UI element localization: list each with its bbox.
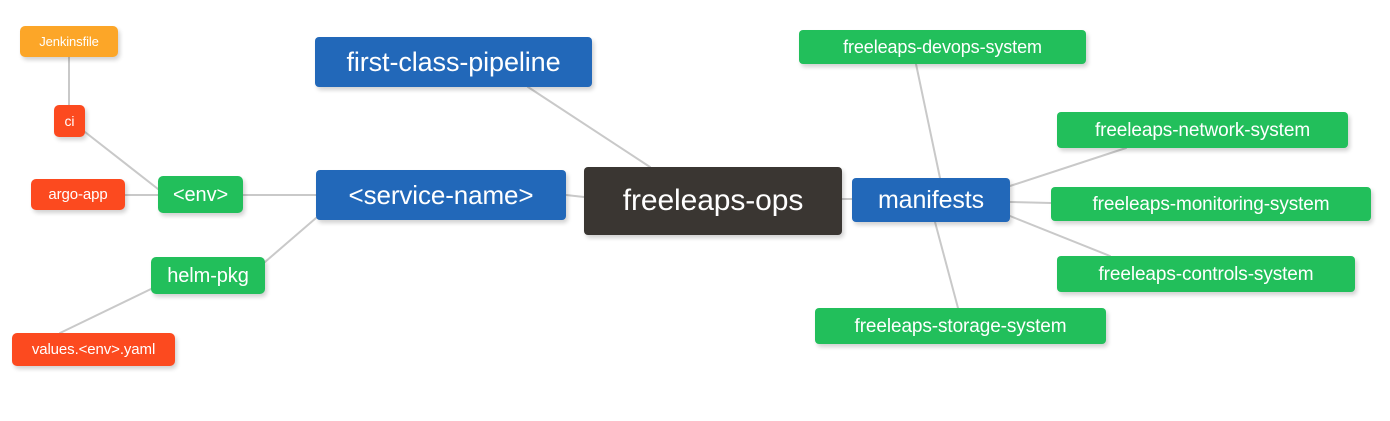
node-label: freeleaps-storage-system [854, 315, 1067, 337]
node-label: <env> [172, 183, 229, 206]
node-argo-app[interactable]: argo-app [31, 179, 125, 210]
link-manifests-to-freeleaps-devops-system [915, 63, 941, 179]
node-label: ci [64, 113, 75, 129]
node-freeleaps-storage-system[interactable]: freeleaps-storage-system [815, 308, 1106, 344]
node-service-name[interactable]: <service-name> [316, 170, 566, 220]
node-label: freeleaps-devops-system [843, 37, 1042, 57]
link-first-class-pipeline-to-freeleaps-ops [527, 86, 651, 168]
node-label: freeleaps-monitoring-system [1092, 193, 1330, 215]
link-manifests-to-freeleaps-monitoring-system [1009, 201, 1052, 204]
link-helm-pkg-to-values-yaml [59, 288, 152, 334]
link-manifests-to-freeleaps-network-system [1009, 147, 1127, 187]
node-values-yaml[interactable]: values.<env>.yaml [12, 333, 175, 366]
node-first-class-pipeline[interactable]: first-class-pipeline [315, 37, 592, 87]
node-freeleaps-devops-system[interactable]: freeleaps-devops-system [799, 30, 1086, 64]
node-manifests[interactable]: manifests [852, 178, 1010, 222]
link-manifests-to-freeleaps-controls-system [1009, 215, 1111, 257]
node-label: freeleaps-network-system [1094, 119, 1311, 141]
link-manifests-to-freeleaps-storage-system [934, 221, 959, 309]
link-ci-to-env [84, 131, 159, 190]
node-ci[interactable]: ci [54, 105, 85, 137]
node-label: Jenkinsfile [39, 34, 99, 49]
node-label: manifests [877, 185, 985, 214]
node-label: helm-pkg [167, 264, 249, 287]
link-service-name-to-freeleaps-ops [565, 194, 585, 198]
node-label: <service-name> [348, 180, 534, 210]
node-label: argo-app [48, 186, 108, 203]
node-env[interactable]: <env> [158, 176, 243, 213]
node-label: first-class-pipeline [346, 46, 561, 77]
node-label: freeleaps-controls-system [1098, 263, 1314, 285]
node-label: freeleaps-ops [622, 184, 804, 217]
node-freeleaps-ops[interactable]: freeleaps-ops [584, 167, 842, 235]
node-freeleaps-network-system[interactable]: freeleaps-network-system [1057, 112, 1348, 148]
node-freeleaps-monitoring-system[interactable]: freeleaps-monitoring-system [1051, 187, 1371, 221]
node-freeleaps-controls-system[interactable]: freeleaps-controls-system [1057, 256, 1355, 292]
node-helm-pkg[interactable]: helm-pkg [151, 257, 265, 294]
node-jenkinsfile[interactable]: Jenkinsfile [20, 26, 118, 57]
link-service-name-to-helm-pkg [264, 217, 317, 263]
node-label: values.<env>.yaml [31, 341, 156, 358]
